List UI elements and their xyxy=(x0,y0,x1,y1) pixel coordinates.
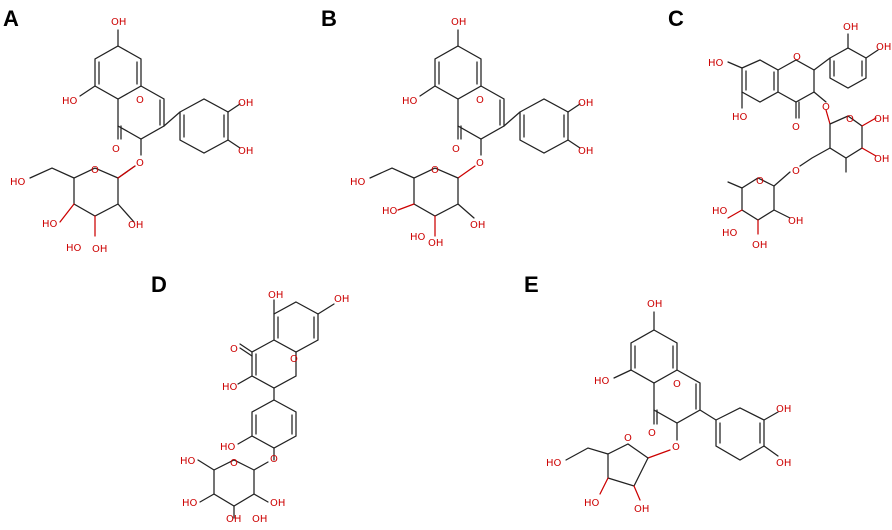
structure-e: E OH HO O O HO O O OH OH HO OH xyxy=(524,272,791,515)
atom-label: O xyxy=(476,95,484,106)
atom-label: HO xyxy=(350,177,366,188)
atom-label: OH xyxy=(578,146,593,157)
atom-label: OH xyxy=(270,498,285,509)
atom-label: OH xyxy=(647,299,662,310)
atom-label: O xyxy=(112,144,120,155)
atom-label: OH xyxy=(776,458,791,469)
atom-label: OH xyxy=(428,238,443,249)
atom-label: O xyxy=(270,454,278,465)
atom-label: O xyxy=(230,458,238,469)
atom-label: OH xyxy=(238,146,253,157)
atom-label: HO xyxy=(594,376,610,387)
atom-label: HO xyxy=(410,232,426,243)
atom-label: HO xyxy=(62,96,78,107)
atom-label: HO xyxy=(66,243,82,254)
atom-label: HO xyxy=(42,219,58,230)
atom-label: HO xyxy=(584,498,600,509)
atom-label: OH xyxy=(776,404,791,415)
atom-label: O xyxy=(793,52,801,63)
atom-label: OH xyxy=(874,114,889,125)
atom-label: HO xyxy=(222,382,238,393)
atom-label: O xyxy=(431,165,439,176)
atom-label: OH xyxy=(128,220,143,231)
panel-label-d: D xyxy=(151,272,167,297)
atom-label: O xyxy=(756,176,764,187)
atom-label: O xyxy=(452,144,460,155)
structure-b: B OH HO O O O OH OH HO O HO HO OH OH xyxy=(321,6,593,249)
panel-label-e: E xyxy=(524,272,539,297)
atom-label: OH xyxy=(788,216,803,227)
atom-label: OH xyxy=(92,244,107,255)
atom-label: HO xyxy=(180,456,196,467)
atom-label: O xyxy=(290,354,298,365)
atom-label: OH xyxy=(874,154,889,165)
panel-label-b: B xyxy=(321,6,337,31)
atom-label: OH xyxy=(238,98,253,109)
panel-label-a: A xyxy=(3,6,19,31)
atom-label: OH xyxy=(470,220,485,231)
atom-label: O xyxy=(136,158,144,169)
atom-label: O xyxy=(136,95,144,106)
atom-label: OH xyxy=(226,514,241,525)
atom-label: HO xyxy=(382,206,398,217)
atom-label: O xyxy=(648,428,656,439)
atom-label: HO xyxy=(402,96,418,107)
atom-label: O xyxy=(672,442,680,453)
atom-label: OH xyxy=(451,17,466,28)
panel-label-c: C xyxy=(668,6,684,31)
atom-label: O xyxy=(792,166,800,177)
atom-label: OH xyxy=(334,294,349,305)
atom-label: OH xyxy=(752,240,767,251)
atom-label: O xyxy=(822,102,830,113)
atom-label: OH xyxy=(252,514,267,525)
atom-label: HO xyxy=(10,177,26,188)
atom-label: HO xyxy=(722,228,738,239)
atom-label: OH xyxy=(111,17,126,28)
atom-label: OH xyxy=(268,290,283,301)
atom-label: O xyxy=(91,165,99,176)
atom-label: HO xyxy=(220,442,236,453)
atom-label: OH xyxy=(634,504,649,515)
atom-label: OH xyxy=(876,42,891,53)
atom-label: HO xyxy=(732,112,748,123)
structure-a: A OH HO O O O OH OH HO O HO xyxy=(3,6,253,255)
atom-label: HO xyxy=(708,58,724,69)
atom-label: HO xyxy=(182,498,198,509)
atom-label: OH xyxy=(578,98,593,109)
structure-d: D OH OH O O HO HO O HO O OH HO OH OH xyxy=(151,272,349,525)
atom-label: O xyxy=(230,344,238,355)
atom-label: O xyxy=(792,122,800,133)
atom-label: HO xyxy=(712,206,728,217)
atom-label: O xyxy=(624,433,632,444)
structure-c: C OH OH HO O O HO O O OH xyxy=(668,6,891,251)
atom-label: O xyxy=(476,158,484,169)
atom-label: O xyxy=(846,114,854,125)
atom-label: O xyxy=(673,379,681,390)
atom-label: OH xyxy=(843,22,858,33)
atom-label: HO xyxy=(546,458,562,469)
